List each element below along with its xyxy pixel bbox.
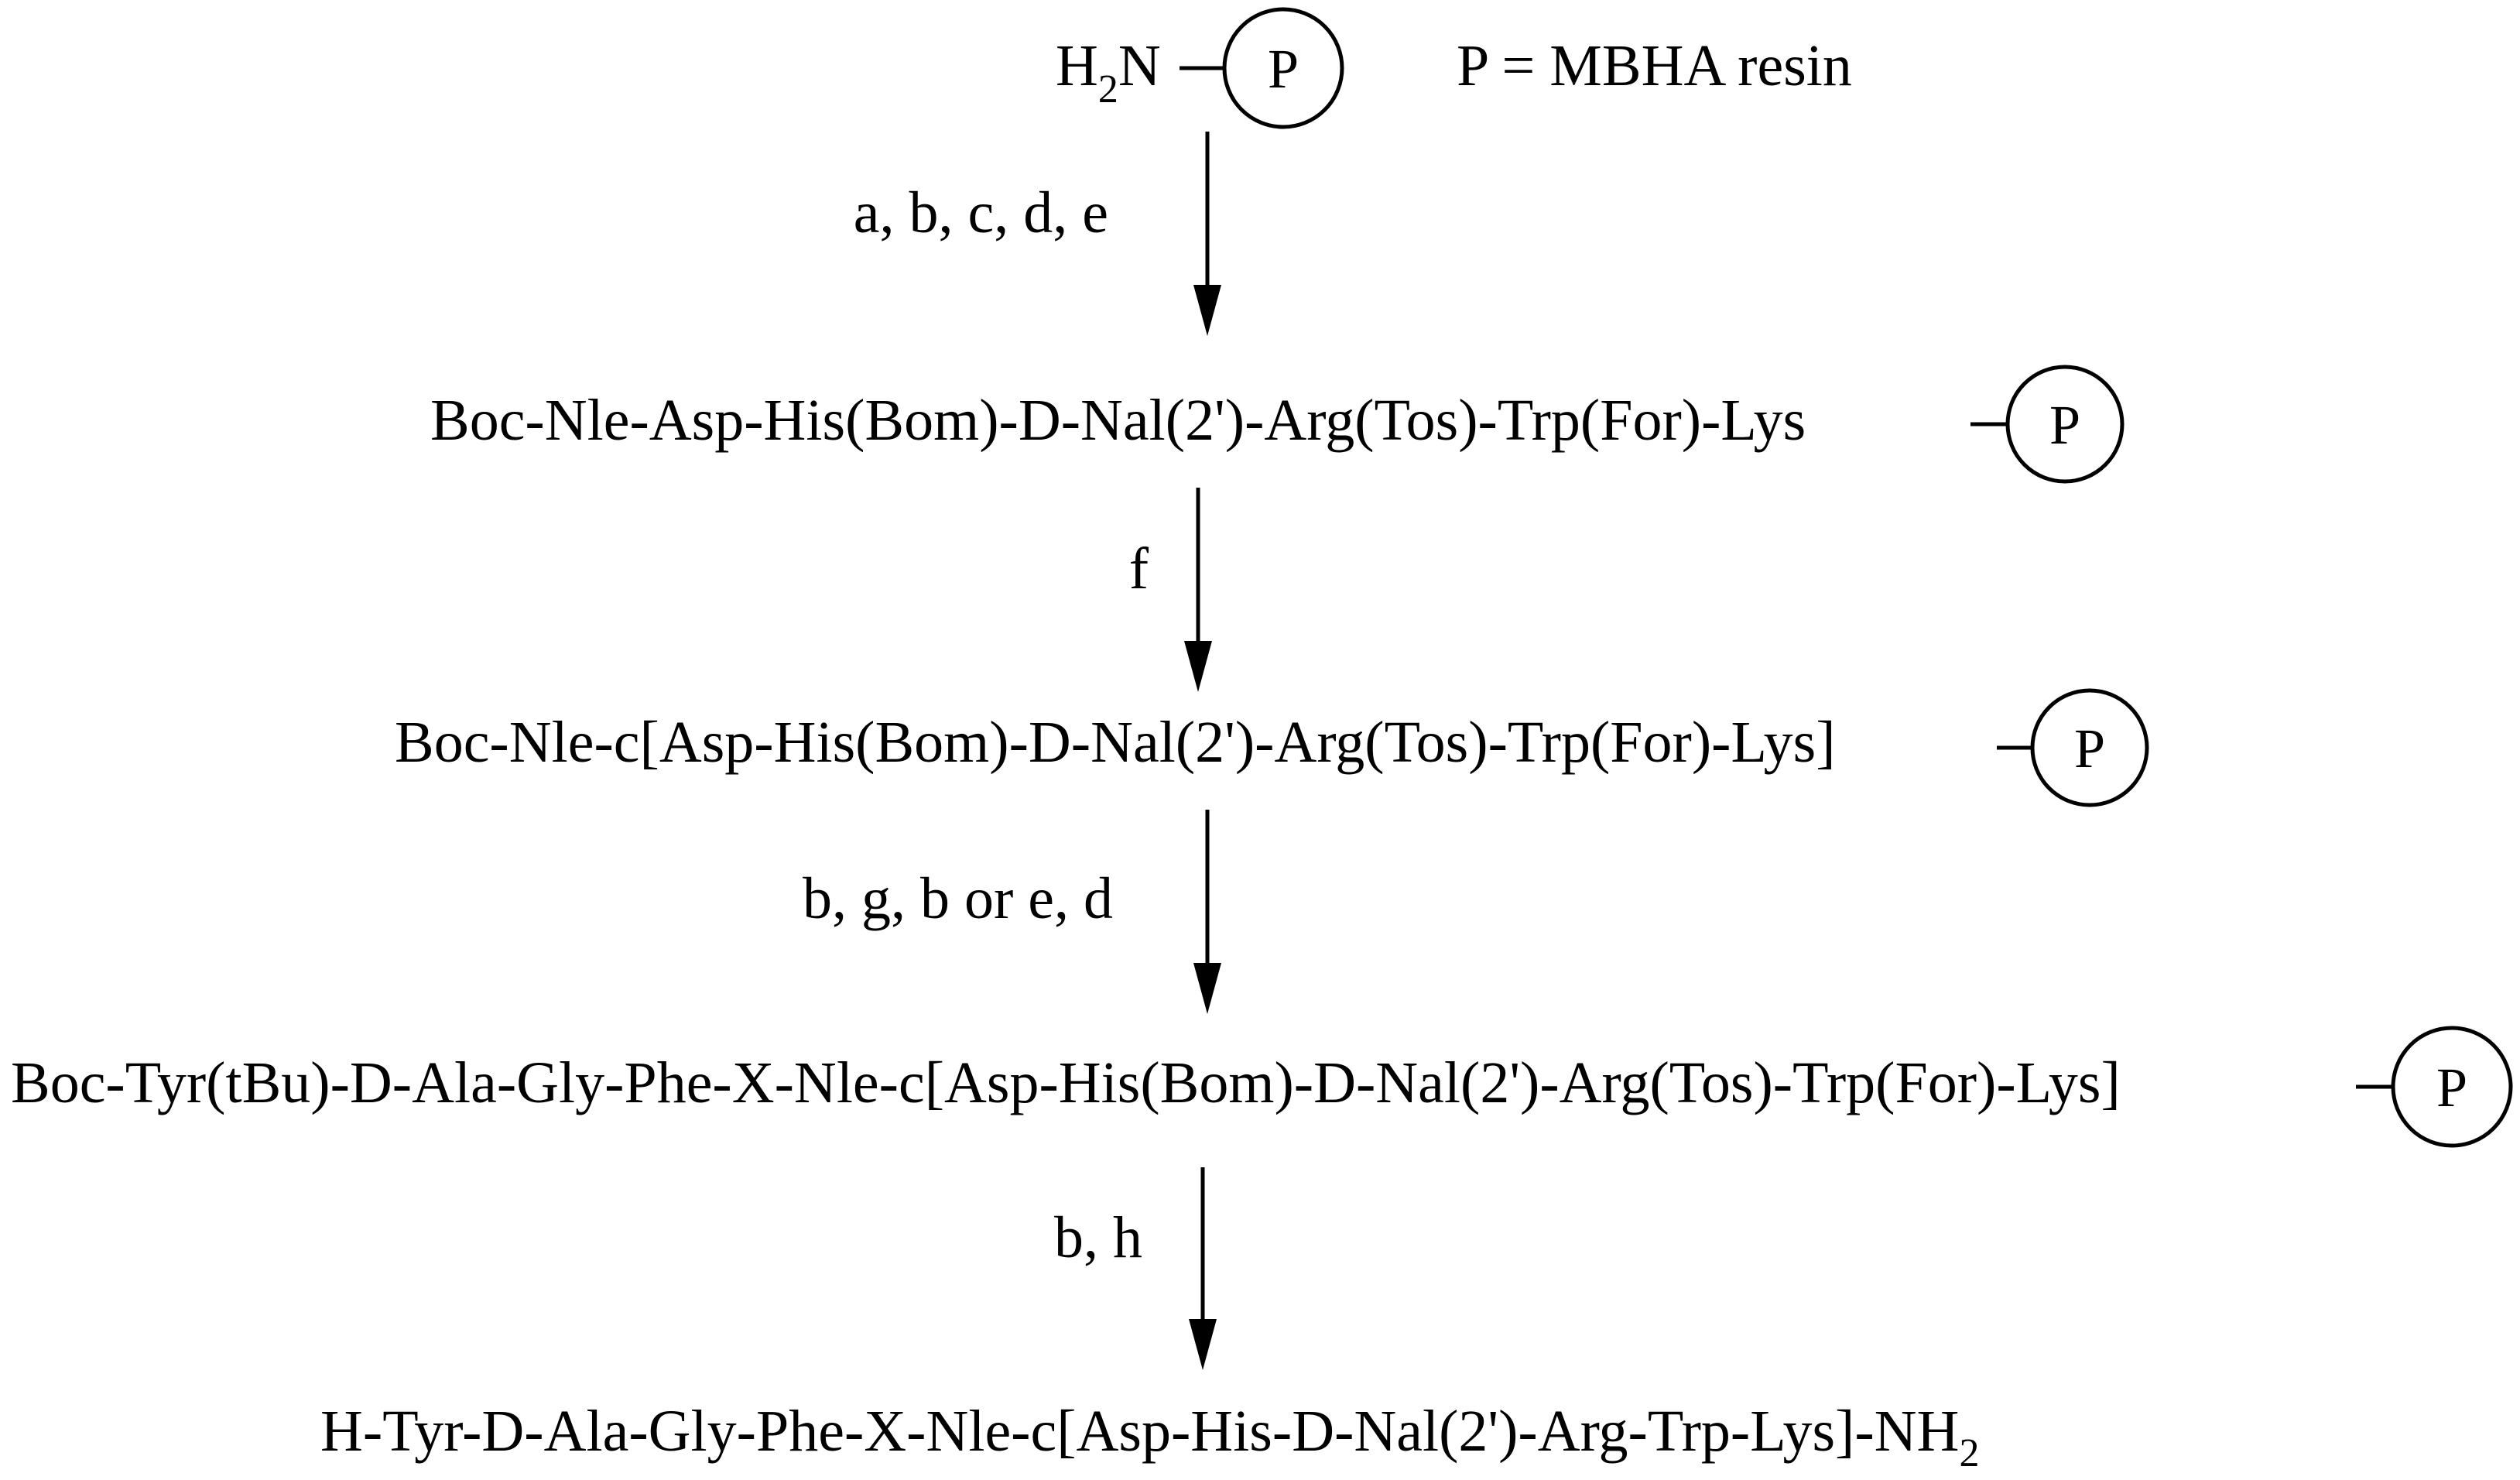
- amine-subscript: 2: [1098, 67, 1118, 111]
- resin-circle: [2030, 688, 2149, 807]
- peptide-sequence: Boc-Nle-Asp-His(Bom)-D-Nal(2')-Arg(Tos)-…: [430, 388, 1806, 453]
- amine-n: N: [1118, 33, 1161, 98]
- reagents-label: f: [1129, 536, 1149, 601]
- arrow-head: [1193, 285, 1221, 336]
- product-sequence: H-Tyr-D-Ala-Gly-Phe-X-Nle-c[Asp-His-D-Na…: [320, 1399, 1979, 1475]
- amine-label: H2N: [1056, 33, 1161, 111]
- resin-circle: [2391, 1026, 2513, 1148]
- intermediate-2: Boc-Nle-c[Asp-His(Bom)-D-Nal(2')-Arg(Tos…: [395, 688, 2149, 807]
- arrow-head: [1193, 963, 1221, 1014]
- reagents-label: b, g, b or e, d: [803, 866, 1113, 931]
- arrow-head: [1184, 641, 1212, 692]
- resin-letter: P: [2049, 394, 2080, 456]
- reagents-label: a, b, c, d, e: [854, 180, 1108, 245]
- product-subscript: 2: [1959, 1431, 1979, 1475]
- intermediate-1: Boc-Nle-Asp-His(Bom)-D-Nal(2')-Arg(Tos)-…: [430, 365, 2125, 484]
- resin-legend: P = MBHA resin: [1457, 33, 1852, 98]
- resin-circle: [1222, 7, 1344, 129]
- resin-letter: P: [1268, 38, 1299, 100]
- resin-circle: [2005, 365, 2125, 484]
- intermediate-3: Boc-Tyr(tBu)-D-Ala-Gly-Phe-X-Nle-c[Asp-H…: [11, 1026, 2513, 1148]
- starting-material: H2N P P = MBHA resin: [1056, 7, 1852, 129]
- resin-letter: P: [2436, 1057, 2467, 1119]
- peptide-sequence: Boc-Tyr(tBu)-D-Ala-Gly-Phe-X-Nle-c[Asp-H…: [11, 1050, 2121, 1115]
- reaction-arrow-4: b, h: [1054, 1167, 1217, 1370]
- resin-letter: P: [2074, 718, 2105, 779]
- reaction-arrow-3: b, g, b or e, d: [803, 810, 1221, 1014]
- amine-h: H: [1056, 33, 1098, 98]
- reaction-arrow-2: f: [1129, 488, 1212, 692]
- final-product: H-Tyr-D-Ala-Gly-Phe-X-Nle-c[Asp-His-D-Na…: [320, 1399, 1979, 1475]
- arrow-head: [1189, 1319, 1217, 1370]
- reaction-arrow-1: a, b, c, d, e: [854, 132, 1221, 336]
- product-main: H-Tyr-D-Ala-Gly-Phe-X-Nle-c[Asp-His-D-Na…: [320, 1399, 1959, 1464]
- peptide-sequence: Boc-Nle-c[Asp-His(Bom)-D-Nal(2')-Arg(Tos…: [395, 710, 1836, 775]
- reagents-label: b, h: [1054, 1205, 1142, 1270]
